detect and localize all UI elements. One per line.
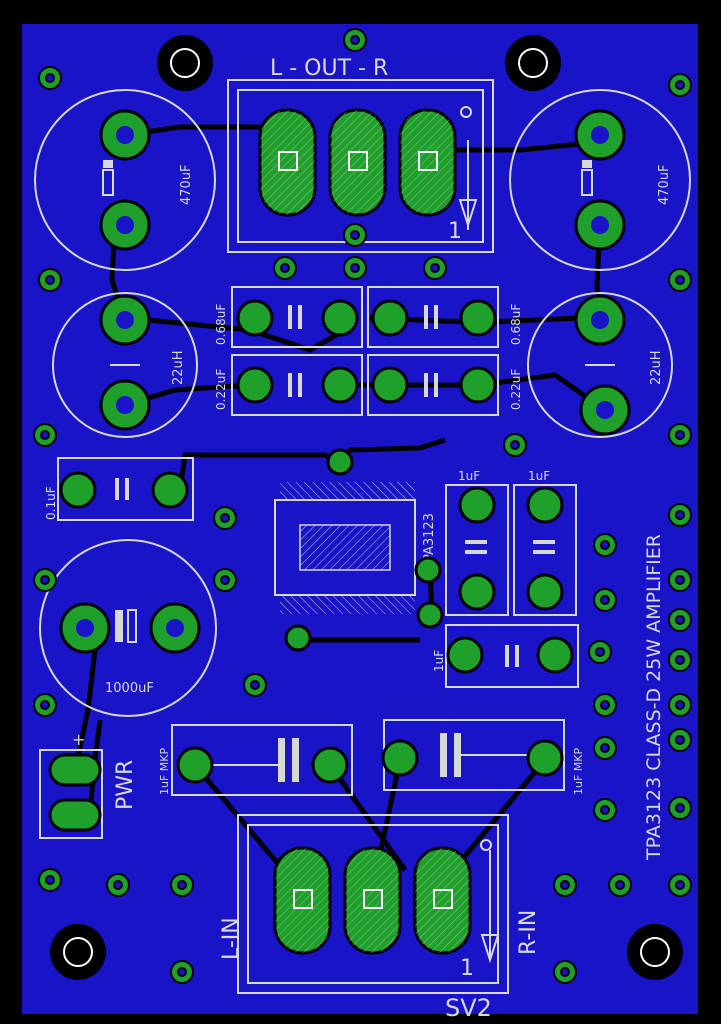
power-plus-label: + <box>72 730 85 749</box>
output-connector-label: L - OUT - R <box>270 56 388 81</box>
via-hole <box>600 805 610 815</box>
input-connector: L-IN R-IN 1 SV2 <box>219 814 541 1022</box>
capacitor-1uf-c: 1uF <box>432 624 579 688</box>
inductor-right: 22uH <box>527 292 673 438</box>
via-hole <box>560 967 570 977</box>
cap-470-left-label: 470uF <box>179 164 194 205</box>
via-hole <box>595 647 605 657</box>
capacitor-470-left: 470uF <box>34 89 216 271</box>
mounting-holes <box>50 35 683 980</box>
cap-mkp-left-label: 1uF MKP <box>158 748 171 795</box>
via-hole <box>600 743 610 753</box>
via-hole <box>615 880 625 890</box>
via-hole <box>675 575 685 585</box>
cap-mkp-right-label: 1uF MKP <box>572 748 585 795</box>
via-hole <box>675 275 685 285</box>
input-pin-one-label: 1 <box>460 956 474 981</box>
capacitor-mkp-left: 1uF MKP <box>158 724 353 796</box>
capacitor-1uf-b: 1uF <box>513 469 577 616</box>
via-hole <box>350 263 360 273</box>
via-hole <box>675 880 685 890</box>
via-hole <box>350 230 360 240</box>
via-hole <box>45 875 55 885</box>
via-hole <box>510 440 520 450</box>
via-hole <box>45 73 55 83</box>
via-hole <box>560 880 570 890</box>
cap-1000-label: 1000uF <box>105 681 154 696</box>
cap-022-left-label: 0.22uF <box>214 369 228 410</box>
via-hole <box>220 575 230 585</box>
film-cap-block: 0.68uF 0.68uF 0.22uF 0.22uF <box>214 286 523 416</box>
via-hole <box>675 803 685 813</box>
via-hole <box>675 430 685 440</box>
ind-right-label: 22uH <box>649 350 664 385</box>
capacitor-1uf-a: 1uF <box>445 469 509 616</box>
ic-label: TPA3123 <box>422 513 437 571</box>
vias <box>33 28 692 984</box>
via-hole <box>40 430 50 440</box>
via-hole <box>177 967 187 977</box>
pad-holes <box>76 126 614 637</box>
input-left-label: L-IN <box>219 917 244 960</box>
output-pin-one-label: 1 <box>448 219 462 244</box>
via-hole <box>600 540 610 550</box>
via-hole <box>600 700 610 710</box>
capacitor-470-right: 470uF <box>509 89 691 271</box>
input-pads <box>273 846 472 955</box>
via-hole <box>600 595 610 605</box>
via-hole <box>675 80 685 90</box>
cap-1uf-c-label: 1uF <box>432 650 446 672</box>
via-hole <box>280 263 290 273</box>
cap-1uf-b-label: 1uF <box>528 469 550 483</box>
header-label: SV2 <box>445 994 492 1022</box>
via-hole <box>40 700 50 710</box>
input-right-label: R-IN <box>516 910 541 955</box>
via-hole <box>113 880 123 890</box>
ind-left-label: 22uH <box>171 350 186 385</box>
via-hole <box>675 510 685 520</box>
cap-470-right-label: 470uF <box>657 164 672 205</box>
ic-tpa3123: TPA3123 <box>274 482 437 614</box>
capacitor-1000: 1000uF <box>39 539 217 717</box>
power-connector: PWR + <box>39 730 138 839</box>
cap-01-label: 0.1uF <box>44 486 58 520</box>
via-hole <box>250 680 260 690</box>
via-hole <box>675 735 685 745</box>
cap-068-left-label: 0.68uF <box>214 304 228 345</box>
output-pads <box>258 108 457 217</box>
via-hole <box>45 275 55 285</box>
inductor-left: 22uH <box>52 292 198 438</box>
via-hole <box>675 655 685 665</box>
via-hole <box>430 263 440 273</box>
via-hole <box>675 615 685 625</box>
via-hole <box>220 513 230 523</box>
via-hole <box>675 700 685 710</box>
via-hole <box>350 35 360 45</box>
board-title: TPA3123 CLASS-D 25W AMPLIFIER <box>643 534 665 861</box>
cap-022-right-label: 0.22uF <box>509 369 523 410</box>
capacitor-01: 0.1uF <box>44 457 194 521</box>
via-hole <box>40 575 50 585</box>
power-label: PWR <box>113 760 138 810</box>
via-hole <box>177 880 187 890</box>
cap-068-right-label: 0.68uF <box>509 304 523 345</box>
cap-1uf-a-label: 1uF <box>458 469 480 483</box>
